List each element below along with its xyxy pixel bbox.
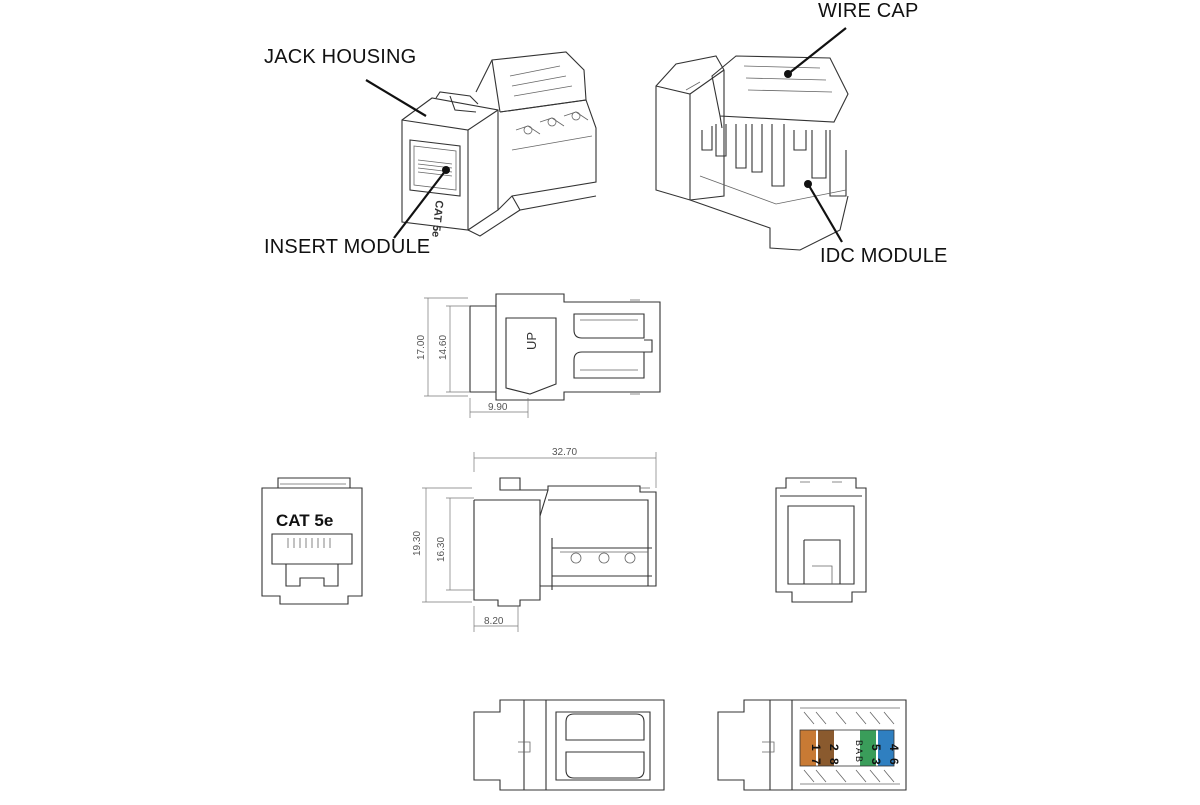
label-insert-module: INSERT MODULE bbox=[264, 236, 431, 258]
iso-view-rear bbox=[655, 55, 849, 251]
dim-top-width: 9.90 bbox=[488, 402, 508, 413]
leader-idc-module bbox=[807, 183, 843, 243]
label-idc-module: IDC MODULE bbox=[820, 245, 948, 267]
label-jack-housing: JACK HOUSING bbox=[264, 46, 417, 68]
pin-label: 2 bbox=[827, 744, 841, 751]
pin-label: 8 bbox=[827, 758, 841, 765]
pin-label: 3 bbox=[869, 758, 883, 765]
iso-view-front: CAT 5e bbox=[401, 51, 597, 238]
leader-dot-idc bbox=[804, 180, 812, 188]
dim-side-length: 32.70 bbox=[552, 447, 577, 458]
dim-top-height-inner: 14.60 bbox=[438, 335, 449, 360]
dim-side-height-outer: 19.30 bbox=[412, 531, 423, 556]
contact-pins-front bbox=[287, 538, 331, 548]
leader-wire-cap bbox=[787, 27, 847, 75]
dim-side-width: 8.20 bbox=[484, 616, 504, 627]
up-marking: UP bbox=[524, 332, 539, 350]
bottom-view-right: 1 7 2 8 B A B 5 3 4 6 bbox=[717, 699, 907, 791]
side-view-dimensions: 32.70 19.30 16.30 8.20 bbox=[412, 447, 657, 632]
rear-view bbox=[775, 477, 867, 603]
label-wire-cap: WIRE CAP bbox=[818, 0, 919, 22]
side-view bbox=[473, 477, 657, 607]
idc-forks bbox=[701, 124, 847, 197]
dim-side-height-inner: 16.30 bbox=[436, 537, 447, 562]
pin-block-3 bbox=[860, 730, 876, 766]
pin-block-2 bbox=[818, 730, 834, 766]
idc-slots-top bbox=[803, 711, 895, 783]
pin-label: 7 bbox=[809, 758, 823, 765]
dim-top-height-outer: 17.00 bbox=[416, 335, 427, 360]
pin-label: 4 bbox=[887, 744, 901, 751]
pin-block-4 bbox=[878, 730, 894, 766]
leader-jack-housing bbox=[365, 79, 427, 117]
leader-dot-insert bbox=[442, 166, 450, 174]
bottom-view-left bbox=[473, 699, 665, 791]
leader-dot-wire bbox=[784, 70, 792, 78]
leader-insert-module bbox=[393, 169, 447, 239]
pin-label: 5 bbox=[869, 744, 883, 751]
cat-marking-iso: CAT 5e bbox=[429, 200, 445, 238]
pin-label-middle: B A B bbox=[854, 740, 864, 762]
pin-labels: 1 7 2 8 B A B 5 3 4 6 bbox=[809, 740, 901, 765]
top-view-dimensions: 17.00 14.60 9.90 bbox=[416, 297, 529, 418]
pin-label: 1 bbox=[809, 744, 823, 751]
pin-block-1 bbox=[800, 730, 816, 766]
cat-marking-front: CAT 5e bbox=[276, 511, 333, 530]
front-view: CAT 5e bbox=[261, 477, 363, 605]
top-view: UP bbox=[469, 293, 661, 401]
pin-label: 6 bbox=[887, 758, 901, 765]
contact-pins-iso bbox=[417, 159, 453, 177]
